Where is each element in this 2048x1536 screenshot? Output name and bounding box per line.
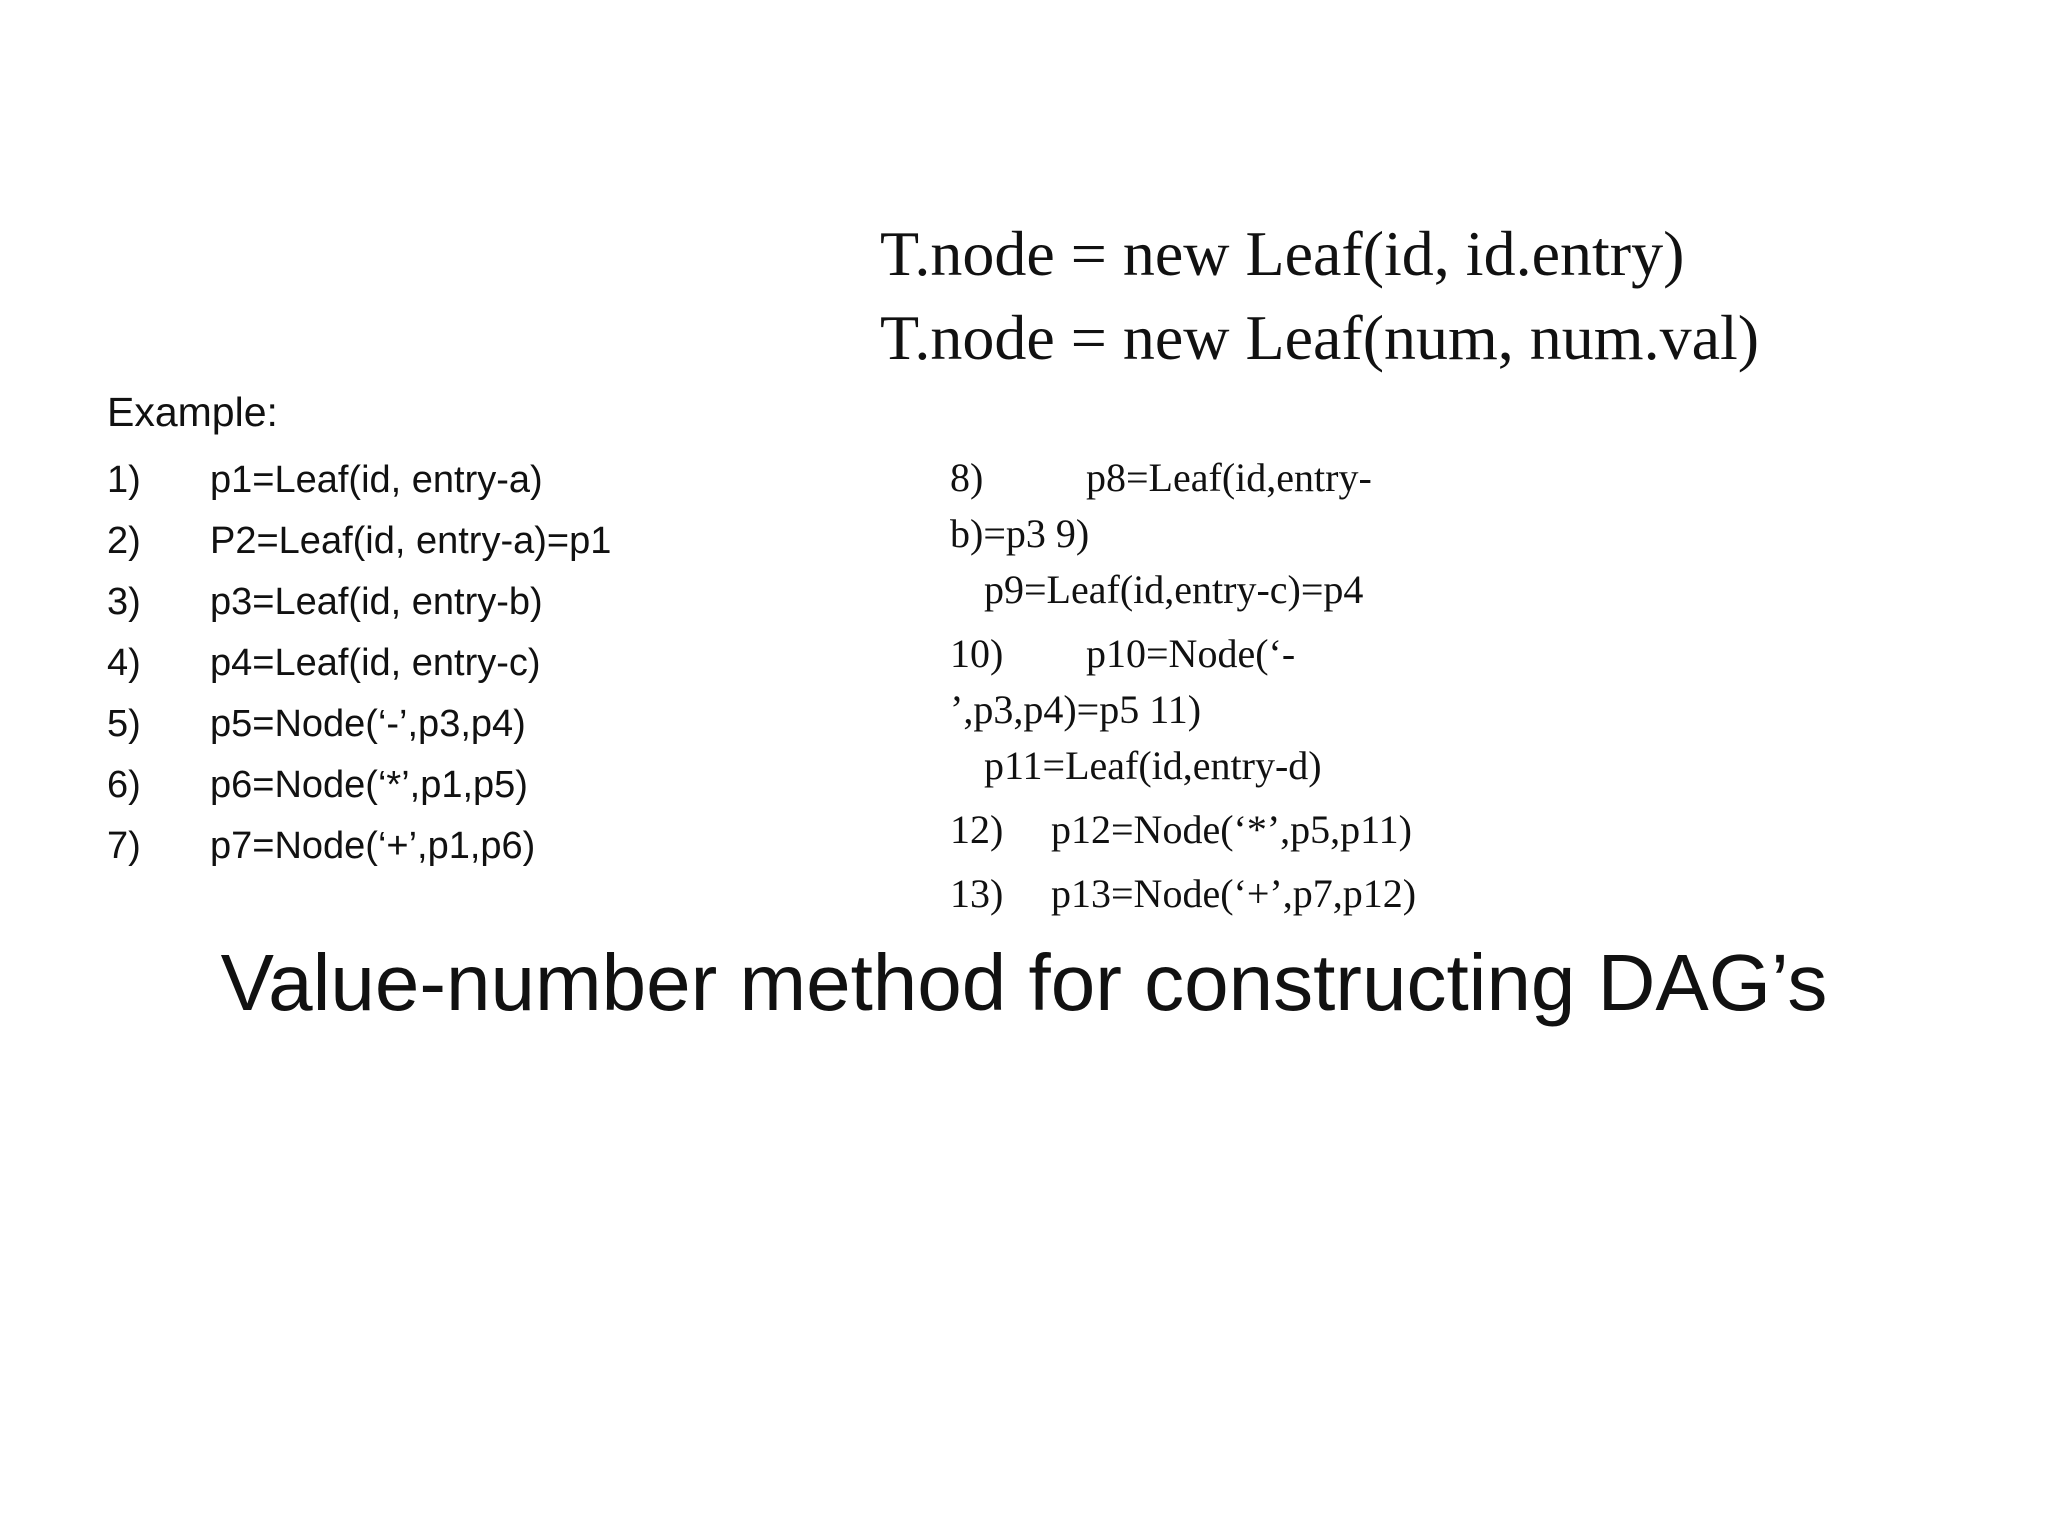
continuation-text: p10=Node(‘- — [1086, 631, 1296, 676]
list-item-text: p5=Node(‘-’,p3,p4) — [210, 703, 526, 745]
list-item-text: P2=Leaf(id, entry-a)=p1 — [210, 520, 612, 562]
example-list: Example: 1) p1=Leaf(id, entry-a) 2) P2=L… — [107, 382, 1007, 877]
continuation-line: 12) p12=Node(‘*’,p5,p11) — [950, 802, 1670, 858]
continuation-text: p13=Node(‘+’,p7,p12) — [1051, 871, 1417, 916]
list-item-text: p4=Leaf(id, entry-c) — [210, 642, 541, 684]
continuation-number: 13) — [950, 871, 1004, 916]
list-item: 6) p6=Node(‘*’,p1,p5) — [107, 755, 1007, 816]
continuation-line: 8) p8=Leaf(id,entry- — [950, 450, 1670, 506]
example-heading: Example: — [107, 389, 278, 435]
continuation-line: 13) p13=Node(‘+’,p7,p12) — [950, 866, 1670, 922]
list-item-text: p6=Node(‘*’,p1,p5) — [210, 764, 528, 806]
list-item-number: 6) — [107, 764, 141, 806]
continuation-line: p9=Leaf(id,entry-c)=p4 — [984, 567, 1364, 612]
list-item-number: 2) — [107, 520, 141, 562]
rule-line-num: T.node = new Leaf(num, num.val) — [880, 302, 1760, 373]
continuation-line: ’,p3,p4)=p5 11) — [950, 687, 1202, 732]
list-item-number: 1) — [107, 459, 141, 501]
slide-title: Value-number method for constructing DAG… — [220, 938, 1828, 1027]
continuation-line: 10) p10=Node(‘- — [950, 626, 1670, 682]
continuation-number: 8) — [950, 455, 984, 500]
spacer — [950, 618, 1670, 626]
list-item: 3) p3=Leaf(id, entry-b) — [107, 572, 1007, 633]
list-item-text: p1=Leaf(id, entry-a) — [210, 459, 543, 501]
list-item-number: 5) — [107, 703, 141, 745]
continuation-list: 8) p8=Leaf(id,entry- b)=p3 9) p9=Leaf(id,… — [950, 450, 1670, 922]
continuation-line: p11=Leaf(id,entry-d) — [984, 743, 1322, 788]
semantic-rules: T.node = new Leaf(id, id.entry) T.node =… — [880, 212, 2000, 380]
continuation-number: 12) — [950, 807, 1004, 852]
list-item-number: 7) — [107, 825, 141, 867]
list-item: 7) p7=Node(‘+’,p1,p6) — [107, 816, 1007, 877]
list-item: 5) p5=Node(‘-’,p3,p4) — [107, 694, 1007, 755]
continuation-line: b)=p3 9) — [950, 511, 1090, 556]
rule-line-id: T.node = new Leaf(id, id.entry) — [880, 218, 1685, 289]
list-item-number: 4) — [107, 642, 141, 684]
continuation-text: p8=Leaf(id,entry- — [1086, 455, 1372, 500]
spacer — [950, 858, 1670, 866]
list-item: 4) p4=Leaf(id, entry-c) — [107, 633, 1007, 694]
list-item-number: 3) — [107, 581, 141, 623]
list-item: 1) p1=Leaf(id, entry-a) — [107, 450, 1007, 511]
continuation-text: p12=Node(‘*’,p5,p11) — [1051, 807, 1412, 852]
continuation-number: 10) — [950, 631, 1004, 676]
list-item-text: p3=Leaf(id, entry-b) — [210, 581, 543, 623]
list-item: 2) P2=Leaf(id, entry-a)=p1 — [107, 511, 1007, 572]
list-item-text: p7=Node(‘+’,p1,p6) — [210, 825, 536, 867]
spacer — [950, 794, 1670, 802]
